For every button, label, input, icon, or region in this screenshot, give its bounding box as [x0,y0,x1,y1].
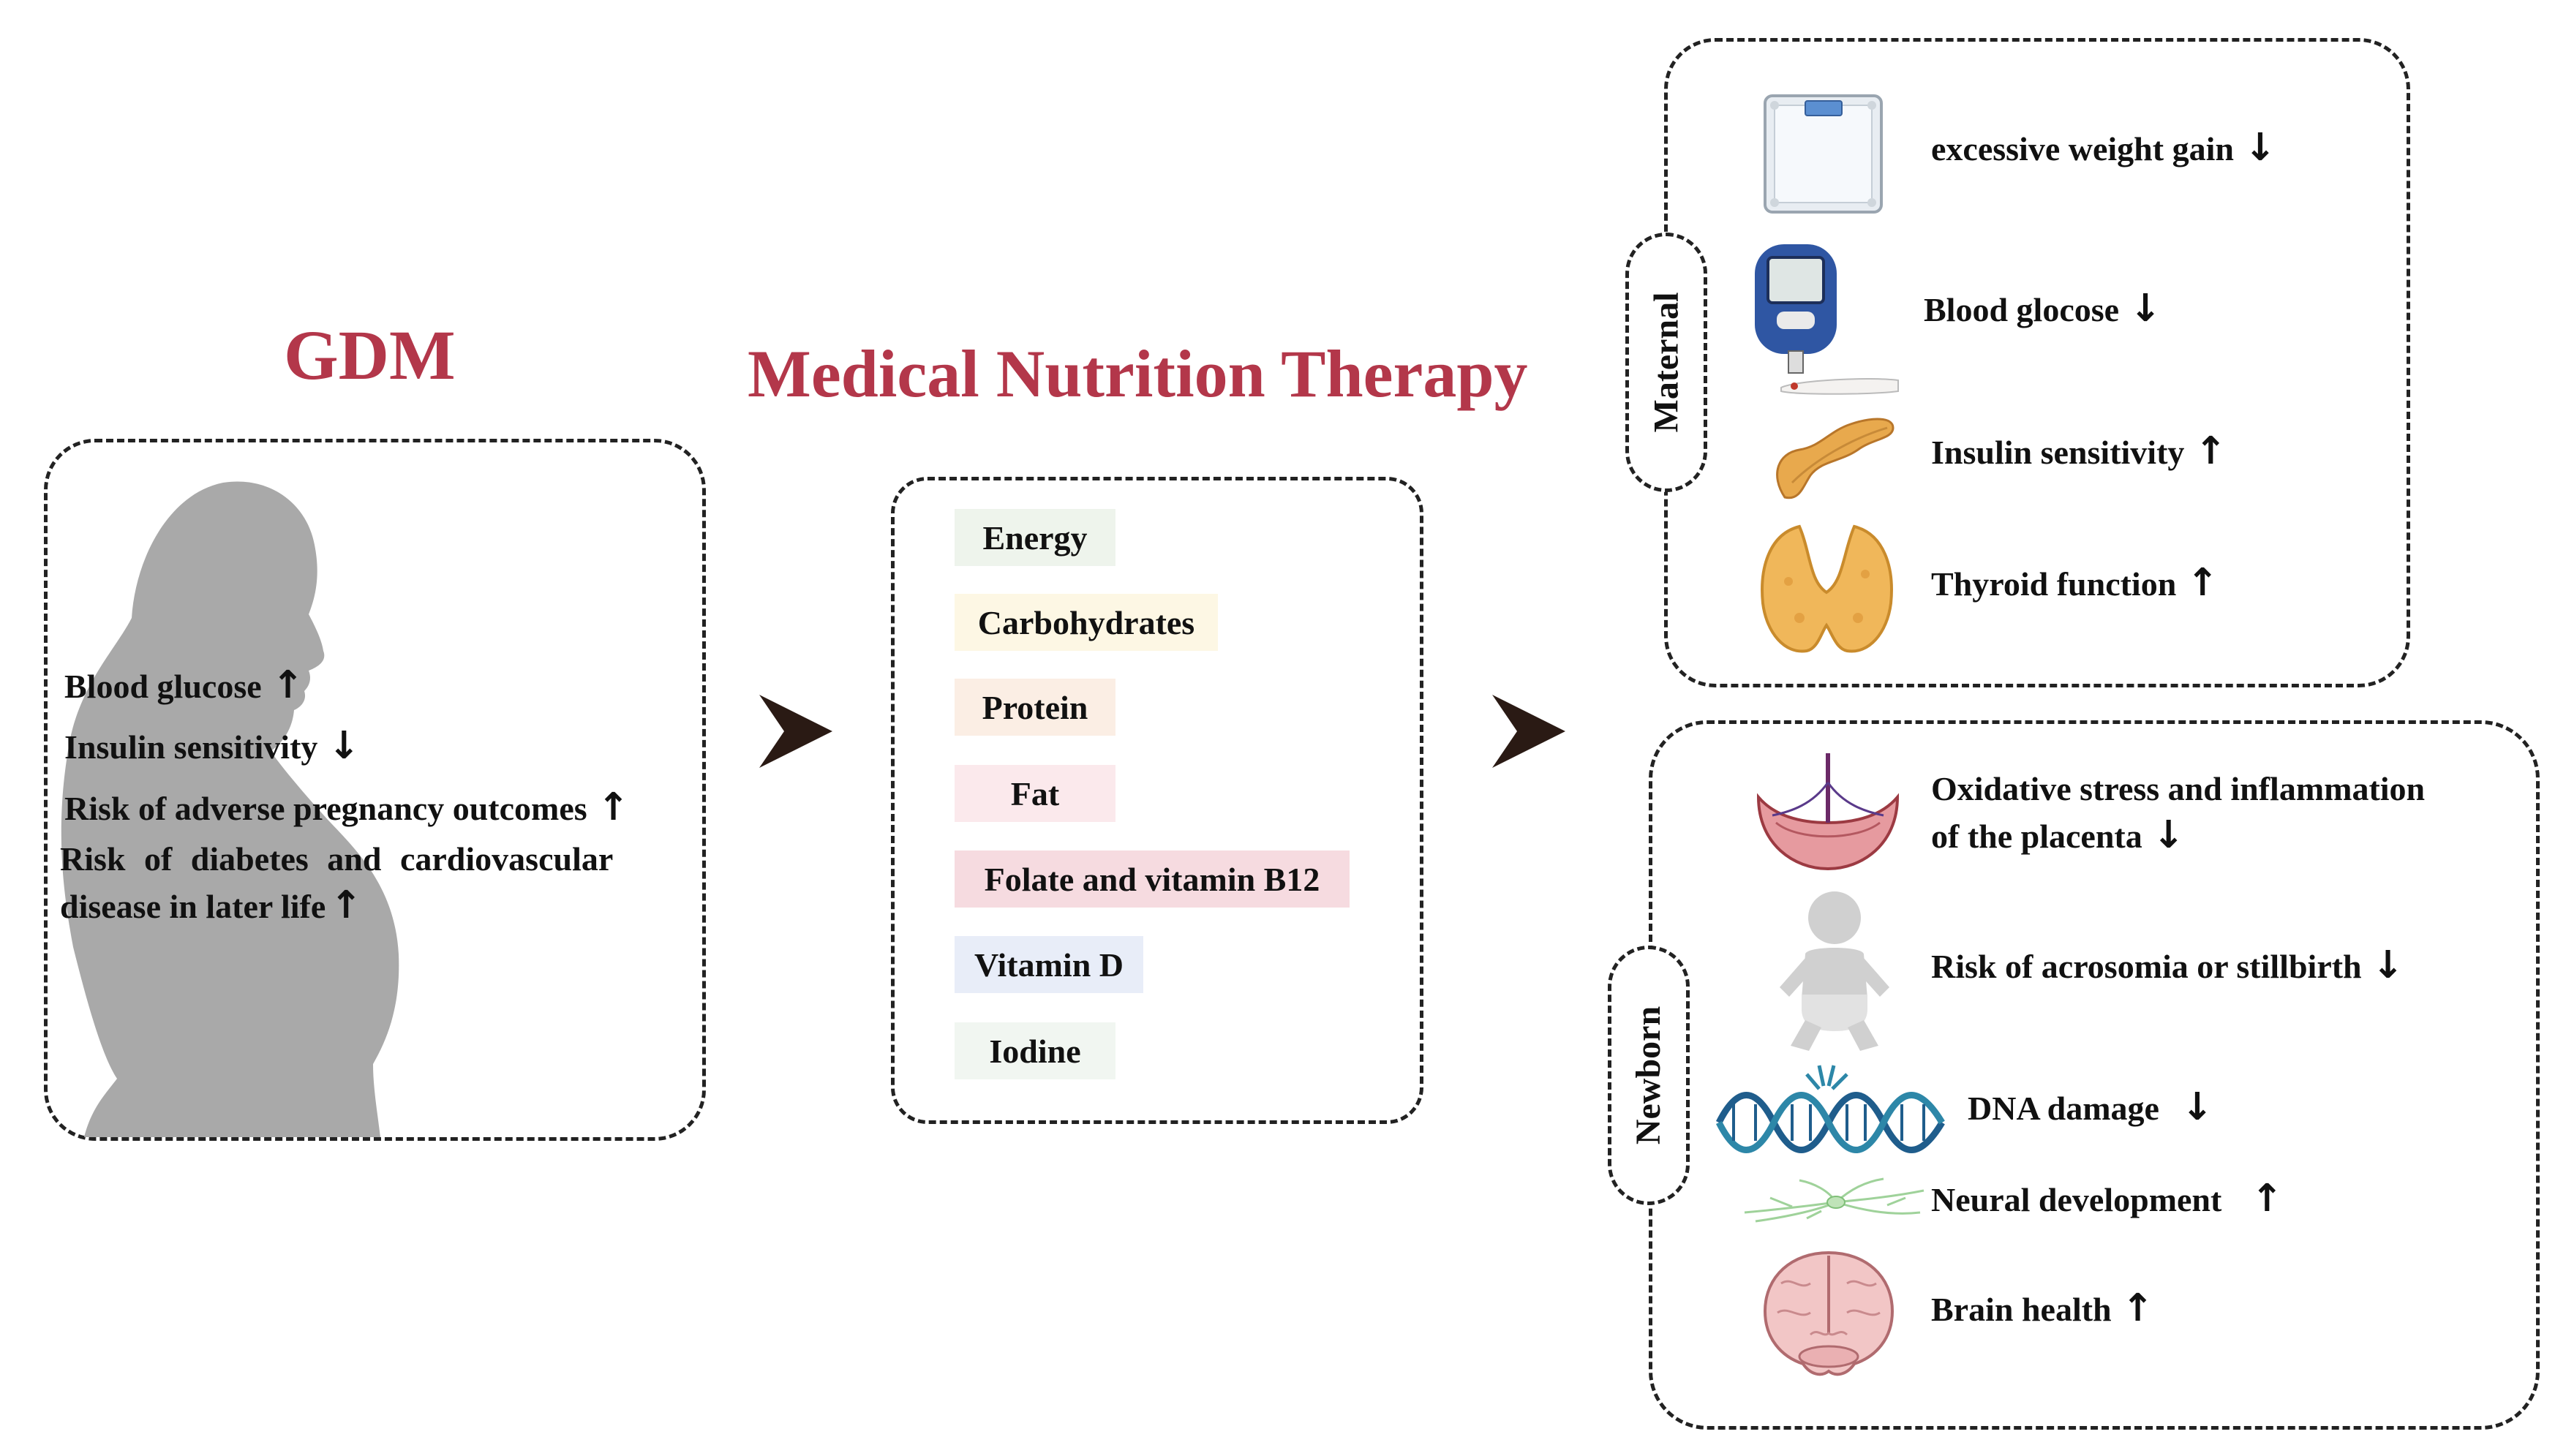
thyroid-icon [1761,524,1893,653]
gdm-effect-diabetes-risk-line2: disease in later life↑ [60,883,362,927]
scale-icon [1764,94,1883,214]
glucometer-icon [1755,244,1899,395]
chevron-arrow-icon [1492,695,1565,768]
nutrient-vitamin-d: Vitamin D [955,936,1143,993]
down-arrow-icon: ↓ [2371,943,2404,987]
mnt-panel [891,477,1423,1124]
nutrient-iodine: Iodine [955,1022,1115,1079]
dna-icon [1715,1065,1945,1153]
down-arrow-icon: ↓ [328,724,360,768]
up-arrow-icon: ↑ [2186,561,2219,605]
pregnant-woman-silhouette [61,481,399,1137]
nutrient-fat: Fat [955,765,1115,822]
down-arrow-icon: ↓ [2152,813,2185,857]
newborn-outcome-brain-health: Brain health↑ [1931,1286,2154,1330]
newborn-outcome-oxidative-line2: of the placenta↓ [1931,813,2185,857]
down-arrow-icon: ↓ [2181,1085,2213,1129]
nutrient-carbohydrates: Carbohydrates [955,594,1218,651]
down-arrow-icon: ↓ [2243,126,2276,170]
maternal-outcome-insulin-sensitivity: Insulin sensitivity↑ [1931,429,2227,473]
placenta-icon [1756,753,1900,871]
pancreas-icon [1776,418,1895,499]
newborn-label: Newborn [1608,946,1690,1205]
chevron-arrow-icon [759,695,832,768]
up-arrow-icon: ↑ [2194,429,2227,473]
maternal-label: Maternal [1625,233,1707,492]
newborn-outcome-dna-damage: DNA damage↓ [1968,1085,2213,1129]
up-arrow-icon: ↑ [330,883,362,927]
up-arrow-icon: ↑ [2251,1177,2283,1221]
newborn-outcome-oxidative-line1: Oxidative stress and inflammation [1931,770,2426,807]
maternal-outcome-blood-glucose: Blood glocose↓ [1924,287,2161,331]
gdm-effect-insulin-sensitivity: Insulin sensitivity↓ [64,724,360,768]
gdm-panel [44,439,706,1141]
maternal-outcome-weight-gain: excessive weight gain↓ [1931,126,2276,170]
up-arrow-icon: ↑ [597,785,630,829]
newborn-outcome-neural-development: Neural development↑ [1931,1177,2283,1221]
gdm-effect-blood-glucose: Blood glucose↑ [64,663,304,707]
gdm-effect-adverse-outcomes: Risk of adverse pregnancy outcomes↑ [64,785,630,829]
up-arrow-icon: ↑ [2121,1286,2154,1330]
maternal-outcome-thyroid-function: Thyroid function↑ [1931,561,2219,605]
brain-icon [1763,1251,1895,1376]
nutrient-folate-b12: Folate and vitamin B12 [955,850,1350,908]
nutrient-energy: Energy [955,509,1115,566]
neuron-icon [1744,1177,1924,1223]
up-arrow-icon: ↑ [271,663,304,707]
gdm-effect-diabetes-risk-line1: Risk of diabetes and cardiovascular [60,840,614,878]
baby-icon [1780,891,1889,1051]
nutrient-protein: Protein [955,679,1115,736]
newborn-outcome-macrosomia-stillbirth: Risk of acrosomia or stillbirth↓ [1931,943,2404,987]
mnt-title: Medical Nutrition Therapy [748,336,1528,411]
down-arrow-icon: ↓ [2129,287,2161,331]
gdm-title: GDM [284,316,456,394]
